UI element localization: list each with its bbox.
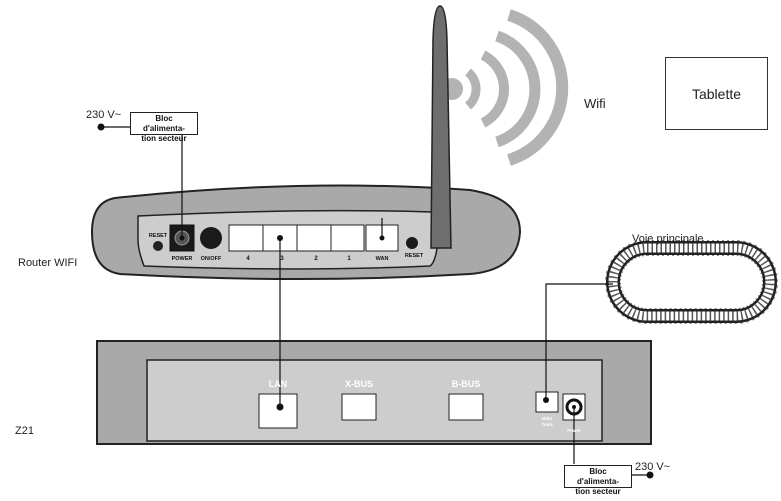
z21-lan-dot — [276, 403, 284, 411]
mains-label-bottom: 230 V~ — [635, 461, 671, 473]
mains-plug-top — [97, 123, 105, 131]
psu-bottom: Bloc d'alimenta- tion secteur — [564, 465, 632, 496]
router-power-label: POWER — [172, 256, 193, 262]
mains-plug-bottom — [646, 471, 654, 479]
reset-button-right[interactable] — [406, 237, 418, 249]
router-reset-right-label: RESET — [405, 253, 424, 259]
wifi-label: Wifi — [584, 96, 606, 111]
z21-lan-label: LAN — [269, 379, 288, 389]
z21-bbus-label: B-BUS — [452, 379, 481, 389]
z21-track-label: Track — [541, 422, 553, 427]
router-port-3-label: 3 — [280, 256, 284, 262]
track-oval — [605, 240, 778, 324]
z21-power-label: Power — [567, 428, 581, 433]
z21-xbus-label: X-BUS — [345, 379, 373, 389]
z21-main-label: Main — [542, 416, 553, 421]
z21-bbus-port — [448, 393, 484, 421]
antenna-icon — [430, 5, 452, 249]
mains-label-top: 230 V~ — [86, 109, 122, 121]
router-port-2-label: 2 — [314, 256, 318, 262]
router-port-3-dot — [277, 235, 283, 241]
router-port-4 — [228, 224, 264, 252]
track-cable-line — [545, 283, 613, 398]
router-port-2 — [296, 224, 332, 252]
psu-bottom-line2: tion secteur — [575, 487, 621, 496]
z21-label: Z21 — [15, 425, 34, 437]
router-onoff-label: ON/OFF — [201, 256, 222, 262]
wifi-signal-icon — [464, 9, 569, 166]
z21-device — [96, 340, 652, 445]
psu-top-line1: Bloc d'alimenta- — [143, 114, 185, 133]
router-wan-label: WAN — [376, 256, 389, 262]
reset-button-left[interactable] — [153, 241, 163, 251]
on-off-button[interactable] — [200, 227, 222, 249]
router-port-4-label: 4 — [246, 256, 250, 262]
track-label: Voie principale — [632, 233, 704, 245]
z21-xbus-port — [341, 393, 377, 421]
router-port-1-label: 1 — [347, 256, 351, 262]
router-port-1 — [330, 224, 365, 252]
router-label: Router WIFI — [18, 257, 78, 269]
z21-lan-port — [258, 393, 298, 429]
tablet-box: Tablette — [665, 57, 768, 130]
psu-top-line2: tion secteur — [141, 134, 187, 143]
router-reset-left-label: RESET — [149, 233, 168, 239]
psu-top: Bloc d'alimenta- tion secteur — [130, 112, 198, 143]
connection-lines — [101, 126, 650, 476]
tablet-label: Tablette — [691, 85, 742, 102]
psu-bottom-line1: Bloc d'alimenta- — [577, 467, 619, 486]
